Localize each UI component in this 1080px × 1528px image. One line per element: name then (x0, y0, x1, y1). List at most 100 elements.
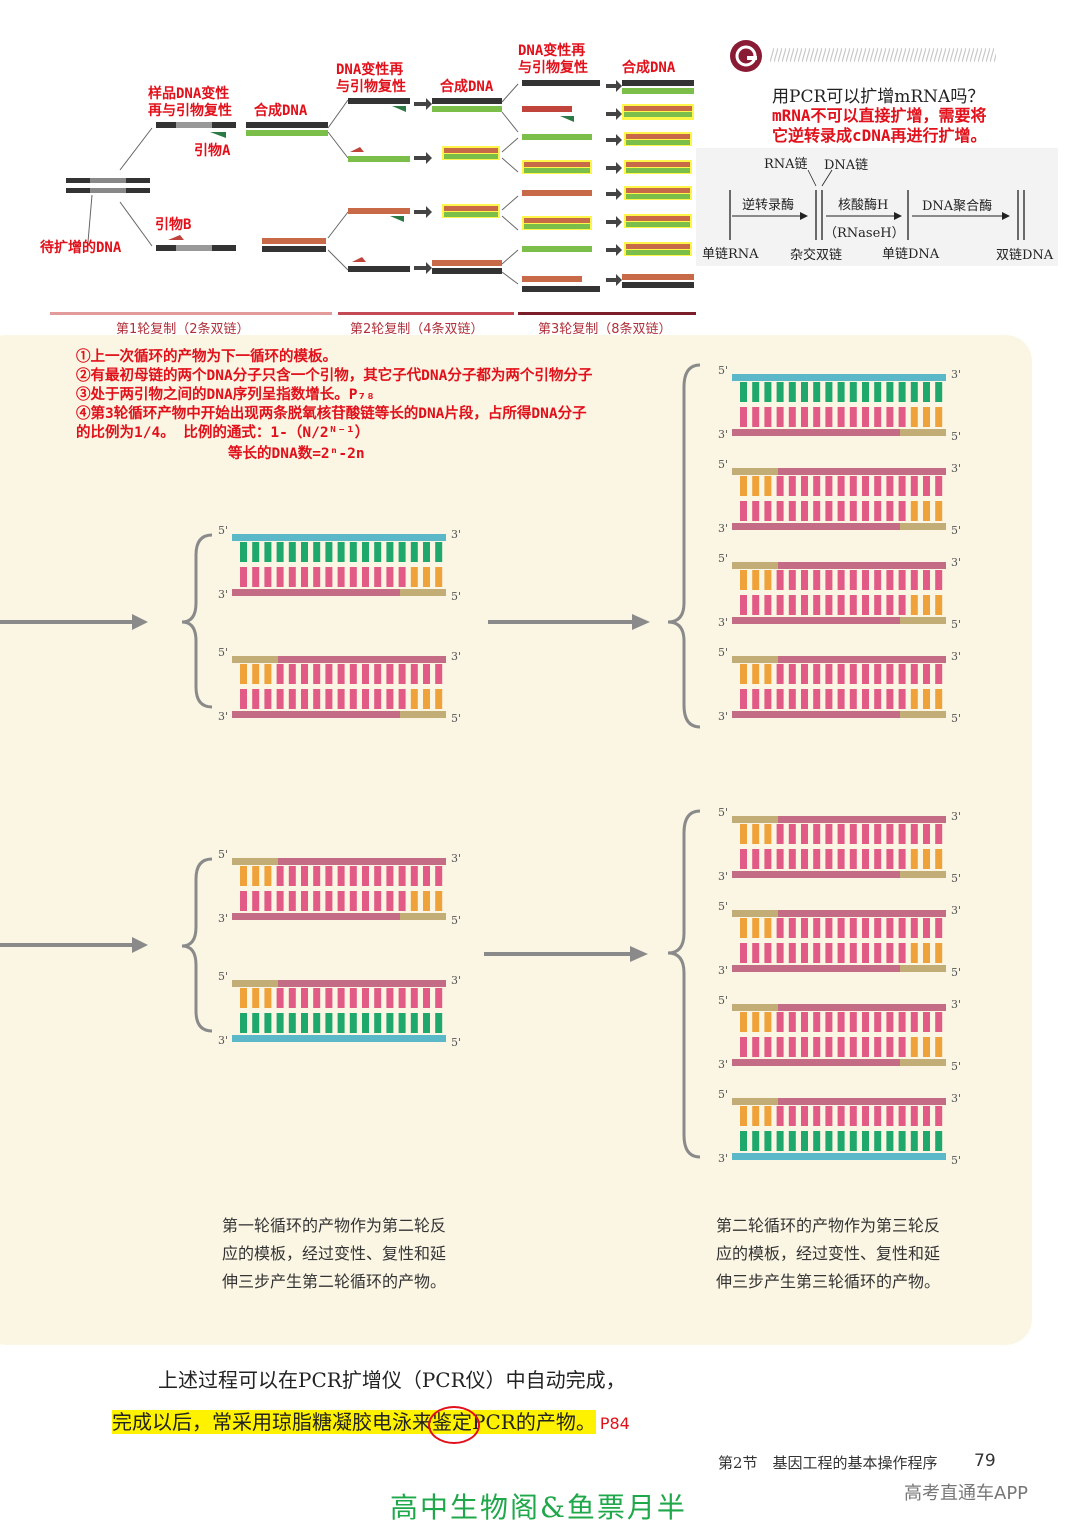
base (837, 1106, 845, 1126)
base (301, 542, 308, 562)
base (301, 891, 308, 911)
base (423, 664, 430, 684)
base (935, 382, 943, 402)
base (849, 689, 857, 709)
base (288, 1013, 296, 1033)
base (752, 689, 760, 709)
watermark-app: 高考直通车APP (904, 1483, 1029, 1504)
base (825, 595, 833, 615)
base (349, 542, 357, 562)
base (410, 542, 418, 562)
base (898, 382, 906, 402)
base (874, 943, 882, 963)
base (264, 567, 272, 587)
base (849, 664, 857, 684)
base (776, 595, 784, 615)
base (740, 1106, 747, 1126)
strand-new (778, 562, 946, 569)
base (301, 988, 308, 1008)
dna-duplex (732, 562, 946, 624)
base (910, 689, 918, 709)
base (264, 988, 272, 1008)
base (349, 567, 357, 587)
base (862, 1012, 869, 1032)
base (886, 664, 894, 684)
base (874, 824, 882, 844)
base (801, 595, 808, 615)
base (874, 689, 882, 709)
base (398, 542, 406, 562)
arrow-left-top (0, 614, 148, 630)
round1-bar (50, 312, 332, 315)
base (374, 567, 382, 587)
base (935, 570, 943, 590)
base (386, 689, 394, 709)
base (288, 542, 296, 562)
primer-segment (400, 913, 446, 920)
base (886, 943, 894, 963)
base (764, 570, 772, 590)
base (398, 866, 406, 886)
base (898, 501, 906, 521)
base (386, 542, 394, 562)
base (362, 866, 369, 886)
strand-new (778, 816, 946, 823)
end-label-5prime: 5' (451, 712, 462, 725)
primer-segment (732, 910, 778, 917)
base (752, 476, 760, 496)
base (410, 567, 418, 587)
base (240, 689, 247, 709)
caption-right-line1: 第二轮循环的产物作为第三轮反 (716, 1216, 941, 1235)
base (740, 476, 747, 496)
base (740, 501, 747, 521)
base (276, 664, 284, 684)
base (337, 988, 345, 1008)
flow-arrows-svg (0, 363, 701, 1159)
base (776, 1037, 784, 1057)
base (898, 595, 906, 615)
base (923, 595, 930, 615)
flow-rnase-h: 核酸酶H (838, 198, 889, 213)
base (264, 866, 272, 886)
base (874, 918, 882, 938)
brace-right-bottom (667, 809, 701, 1159)
base (337, 542, 345, 562)
figure-panel (0, 335, 1032, 1345)
base (825, 1106, 833, 1126)
base (325, 567, 333, 587)
end-label-3prime: 3' (951, 462, 962, 475)
end-label-5prime: 5' (718, 364, 729, 377)
end-label-3prime: 3' (218, 1034, 229, 1047)
base (923, 664, 930, 684)
base (313, 689, 321, 709)
base (325, 542, 333, 562)
base (935, 849, 943, 869)
base (898, 943, 906, 963)
base (776, 501, 784, 521)
base (276, 891, 284, 911)
base (740, 595, 747, 615)
base (752, 1131, 760, 1151)
base (886, 1012, 894, 1032)
strand-new (778, 910, 946, 917)
base (788, 664, 796, 684)
base (752, 824, 760, 844)
base (813, 595, 821, 615)
arrow-right-bottom (484, 946, 648, 962)
end-label-5prime: 5' (718, 552, 729, 565)
base (752, 407, 760, 427)
base (825, 501, 833, 521)
base (862, 943, 869, 963)
base (837, 689, 845, 709)
caption-right-line3: 伸三步产生第三轮循环的产物。 (716, 1272, 941, 1291)
base (825, 689, 833, 709)
end-label-3prime: 3' (451, 852, 462, 865)
strand-new (732, 871, 900, 878)
base (874, 407, 882, 427)
base (862, 1131, 869, 1151)
note-3: ③处于两引物之间的DNA序列呈指数增长。P₇₈ (76, 387, 375, 403)
base (886, 595, 894, 615)
base (849, 407, 857, 427)
base (435, 664, 443, 684)
round2-strands (348, 98, 502, 274)
